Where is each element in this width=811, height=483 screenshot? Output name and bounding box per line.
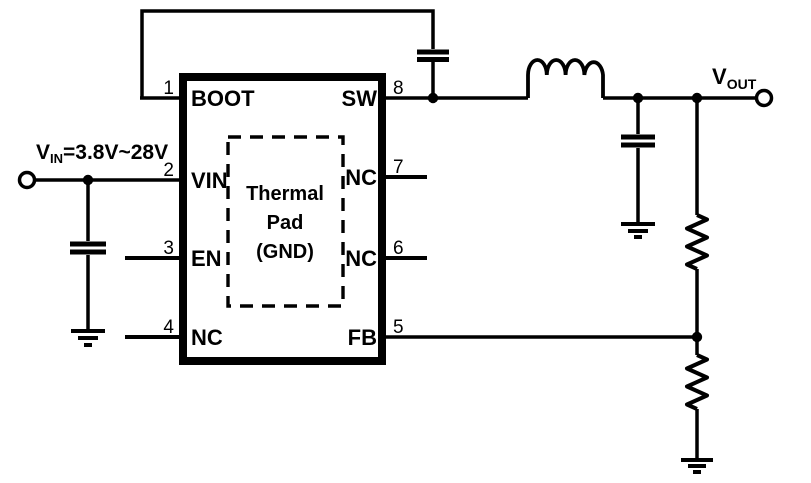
pin-number-5: 5 (393, 317, 404, 338)
vin-label-base: V (36, 141, 50, 164)
pin-label-vin: VIN (191, 168, 228, 193)
pin-number-2: 2 (163, 160, 174, 181)
output-terminal (754, 88, 774, 108)
thermal-pad-line1: Thermal (246, 183, 324, 205)
junction-dot-fb (691, 331, 703, 343)
input-terminal (17, 170, 37, 190)
pin-number-7: 7 (393, 157, 404, 178)
pin-number-8: 8 (393, 78, 404, 99)
inductor (526, 58, 605, 98)
vin-label: VIN=3.8V~28V (36, 141, 168, 166)
vout-label-base: V (712, 64, 727, 89)
feedback-resistor-top (685, 213, 709, 271)
pin-label-nc4: NC (191, 325, 223, 350)
ic-body: Thermal Pad (GND) BOOT VIN EN NC SW NC N… (179, 73, 386, 365)
pin-label-nc7: NC (345, 165, 377, 190)
bootstrap-capacitor (417, 49, 449, 62)
pin-label-nc6: NC (345, 246, 377, 271)
pin-numbers: 1 2 3 4 8 7 6 5 (163, 78, 403, 338)
ground-symbol-output-cap (621, 222, 655, 239)
junction-dot-vin (82, 174, 94, 186)
wires (34, 9, 757, 459)
pin-label-boot: BOOT (191, 86, 255, 111)
thermal-pad-line2: Pad (267, 212, 304, 234)
pin-number-6: 6 (393, 238, 404, 259)
pin-label-en: EN (191, 246, 222, 271)
vin-label-subscript: IN (50, 151, 63, 166)
vout-label: VOUT (712, 64, 757, 92)
junction-dot-sw (427, 92, 439, 104)
vin-label-value: =3.8V~28V (63, 141, 168, 164)
pin-label-sw: SW (342, 86, 378, 111)
pin-number-4: 4 (163, 317, 174, 338)
ground-symbol-input (71, 329, 105, 347)
vout-label-subscript: OUT (727, 76, 757, 92)
thermal-pad-box (226, 135, 345, 308)
feedback-resistor-bottom (685, 353, 709, 411)
pin-label-fb: FB (348, 325, 377, 350)
wire-boot-loop (140, 9, 435, 98)
ground-symbol-feedback (681, 458, 713, 474)
input-capacitor (70, 241, 106, 255)
pin-number-3: 3 (163, 238, 174, 259)
ic-outline (179, 73, 386, 365)
junction-dot-vout (691, 92, 703, 104)
pin-number-1: 1 (163, 78, 174, 99)
output-capacitor (621, 134, 655, 148)
thermal-pad-line3: (GND) (256, 241, 314, 263)
junction-dot-outcap (632, 92, 644, 104)
